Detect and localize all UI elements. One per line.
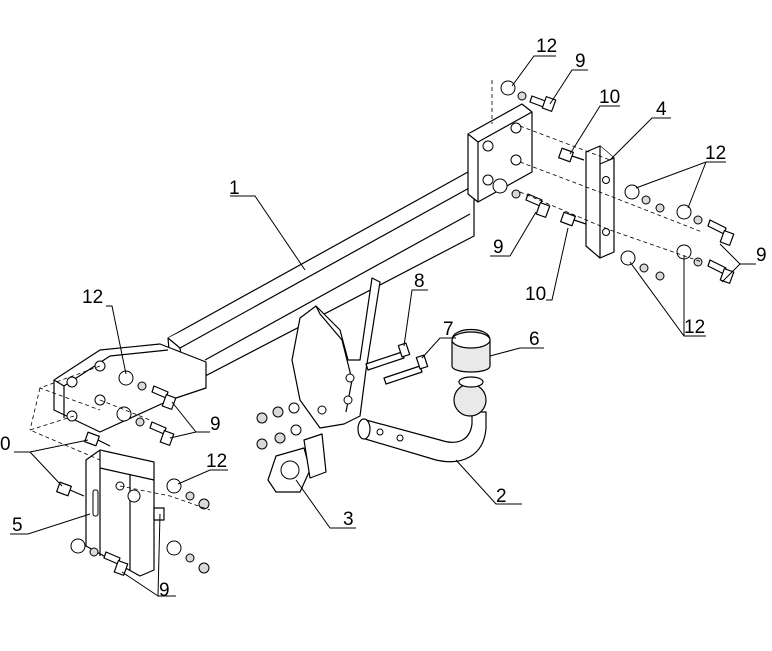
label-part-10-mid: 10	[525, 284, 546, 305]
label-part-10-left: 0	[0, 434, 11, 455]
ball-cap-part-6	[451, 329, 491, 388]
label-part-9-right: 9	[756, 245, 767, 266]
label-part-9-top: 9	[575, 51, 586, 72]
leader-lines	[10, 55, 756, 597]
crossbar-part-1	[53, 103, 533, 433]
label-part-7: 7	[443, 319, 454, 340]
socket-plate-part-3	[267, 433, 327, 493]
fasteners-right-top	[492, 80, 587, 227]
label-part-12-top: 12	[536, 36, 557, 57]
bolts-7-8	[365, 342, 429, 385]
socket-bracket	[291, 277, 381, 429]
fasteners-right-side	[620, 184, 735, 284]
label-part-6: 6	[529, 329, 540, 350]
socket-nuts	[256, 402, 302, 450]
label-part-12-right-bottom: 12	[684, 317, 705, 338]
right-bracket-part-4	[585, 145, 615, 259]
label-part-9-mid: 9	[493, 237, 504, 258]
ball-neck-part-2	[357, 383, 487, 463]
label-part-2: 2	[496, 486, 507, 507]
label-part-9-left: 9	[210, 414, 221, 435]
left-bracket-part-5	[85, 449, 155, 577]
label-part-12-left-top: 12	[82, 287, 103, 308]
assembly-dash-lines	[28, 80, 703, 511]
label-part-12-left-bottom: 12	[206, 451, 227, 472]
label-part-5: 5	[12, 515, 23, 536]
part-labels: 1 2 3 4 5 6 7 8 9 9 9 9 9 10 10 0 12 12 …	[0, 36, 767, 601]
label-part-3: 3	[343, 509, 354, 530]
label-part-10-top: 10	[599, 87, 620, 108]
fasteners-left	[56, 370, 210, 576]
label-part-1: 1	[229, 178, 240, 199]
label-part-8: 8	[414, 271, 425, 292]
label-part-12-right-top: 12	[705, 143, 726, 164]
label-part-4: 4	[656, 99, 667, 120]
label-part-9-bottom: 9	[159, 580, 170, 601]
